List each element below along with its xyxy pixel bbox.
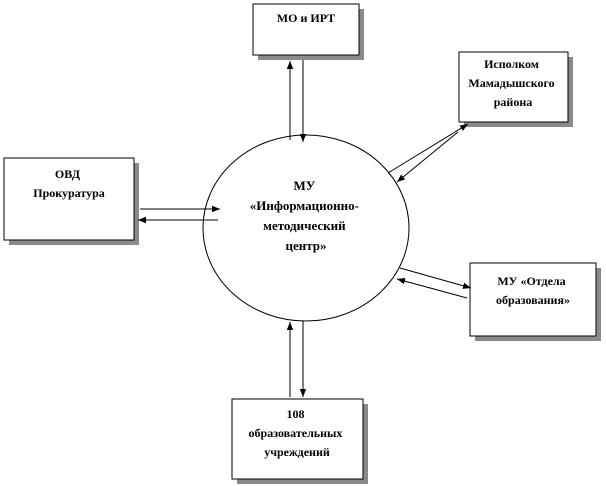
center-line-2: «Информационно- xyxy=(250,198,359,213)
node-ispolkom: Исполком Мамадышского района xyxy=(458,51,573,127)
arrow-ispolkom-to-center xyxy=(396,131,459,183)
svg-text:Исполком Мамадышского: Исполком Мамадышского района xyxy=(468,57,557,109)
svg-text:ОВД Прокуратура: ОВД Прокуратура xyxy=(33,167,105,200)
otdel-line-2: образования» xyxy=(496,293,570,307)
node-mo-irt: МО и ИРТ xyxy=(252,3,364,60)
center-node: МУ «Информационно- методический центр» xyxy=(202,134,410,322)
schools-line-1: 108 xyxy=(287,407,305,421)
center-line-1: МУ xyxy=(293,178,315,193)
svg-text:МУ «Информационно-: МУ «Информационно- методический центр» xyxy=(250,178,362,253)
svg-text:МУ «Отдела образования»: МУ «Отдела образования» xyxy=(496,274,570,307)
center-line-4: центр» xyxy=(285,238,326,253)
center-line-3: методический xyxy=(263,218,346,233)
svg-text:108 образовательных: 108 образовательных учреждений xyxy=(249,407,346,459)
ovd-line-1: ОВД xyxy=(55,167,81,181)
ispolkom-line-2: Мамадышского xyxy=(468,76,554,90)
mo-irt-line-1: МО и ИРТ xyxy=(277,11,335,25)
node-otdel: МУ «Отдела образования» xyxy=(469,262,601,341)
node-schools: 108 образовательных учреждений xyxy=(231,398,368,484)
ovd-line-2: Прокуратура xyxy=(33,186,105,200)
schools-line-3: учреждений xyxy=(264,445,330,459)
arrow-otdel-to-center xyxy=(396,278,468,299)
schools-line-2: образовательных xyxy=(249,426,343,440)
otdel-line-1: МУ «Отдела xyxy=(497,274,565,288)
arrow-center-to-otdel xyxy=(399,267,472,289)
arrow-center-to-ispolkom xyxy=(387,123,469,174)
svg-text:МО и ИРТ: МО и ИРТ xyxy=(277,11,335,25)
ispolkom-line-1: Исполком xyxy=(484,57,539,71)
node-ovd: ОВД Прокуратура xyxy=(3,157,139,245)
ispolkom-line-3: района xyxy=(494,95,533,109)
